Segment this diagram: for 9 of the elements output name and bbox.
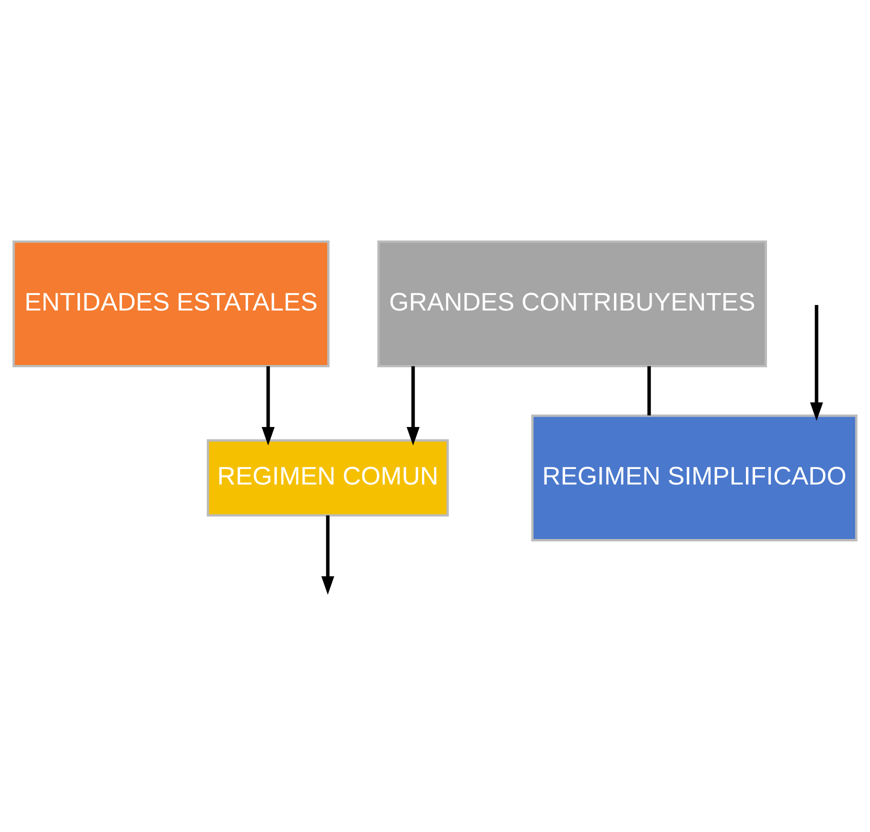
node-box: REGIMEN SIMPLIFICADO xyxy=(531,414,858,541)
arrow xyxy=(810,304,824,420)
arrow xyxy=(406,366,420,446)
arrow xyxy=(321,514,334,594)
node-box: ENTIDADES ESTATALES xyxy=(12,240,330,367)
arrow xyxy=(262,366,275,446)
connector xyxy=(647,366,651,415)
node-box: REGIMEN COMUN xyxy=(206,438,449,516)
node-box: GRANDES CONTRIBUYENTES xyxy=(377,240,767,367)
